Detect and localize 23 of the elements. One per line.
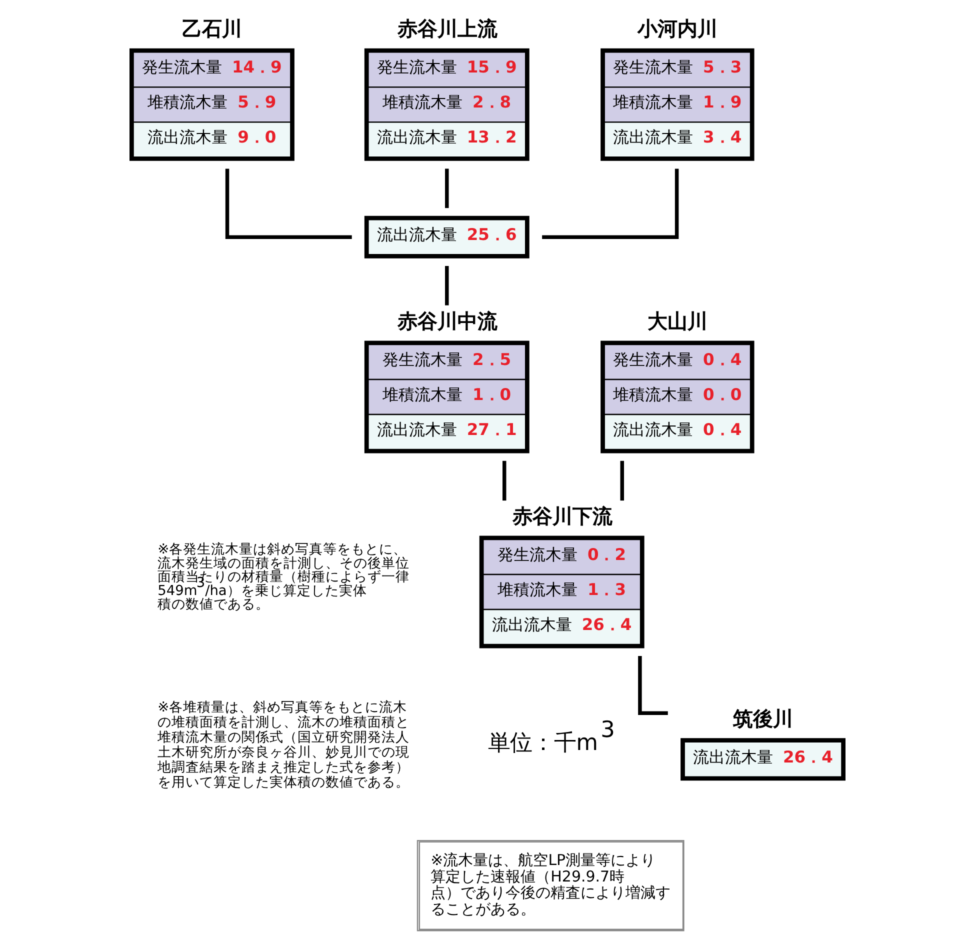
connector	[542, 168, 679, 239]
node-box: 発生流木量 2．5 堆積流木量 1．0 流出流木量 27．1	[364, 340, 530, 454]
node-label: 赤谷川中流	[398, 309, 498, 334]
connector	[225, 168, 352, 239]
node-box: 発生流木量 15．9 堆積流木量 2．8 流出流木量 13．2	[364, 48, 530, 161]
node-label: 筑後川	[733, 706, 794, 730]
node-label: 乙石川	[182, 16, 242, 41]
label: ※各堆積量は、斜め写真等をもとに流木の堆積面積を計測し、流木の堆積面積と堆積流木量の関係式（国立研究開発法人土木研究所が奈良ヶ谷川、妙見川での現地調査結果を踏まえ推定した式を参考）を用いて算定した実体積の数値である。	[158, 700, 410, 791]
node-label: 大山川	[647, 309, 708, 334]
node-box: 発生流木量 5．3 堆積流木量 1．9 流出流木量 3．4	[600, 48, 754, 161]
node-box: 発生流木量 0．4 堆積流木量 0．0 流出流木量 0．4	[600, 340, 754, 454]
node-label: 小河内川	[637, 16, 718, 41]
node-box: 発生流木量 14．9 堆積流木量 5．9 流出流木量 9．0	[130, 48, 294, 161]
node-box: 流出流木量 26．4	[680, 738, 846, 781]
node-label: 赤谷川下流	[512, 504, 612, 528]
connector	[445, 168, 449, 208]
connector	[638, 656, 668, 716]
node-box: 流出流木量 25．6	[364, 216, 530, 258]
connector	[445, 266, 449, 306]
connector	[502, 460, 506, 501]
node-box: 発生流木量 0．2 堆積流木量 1．3 流出流木量 26．4	[479, 536, 644, 648]
node-label: 赤谷川上流	[398, 16, 498, 41]
connector	[620, 460, 624, 501]
